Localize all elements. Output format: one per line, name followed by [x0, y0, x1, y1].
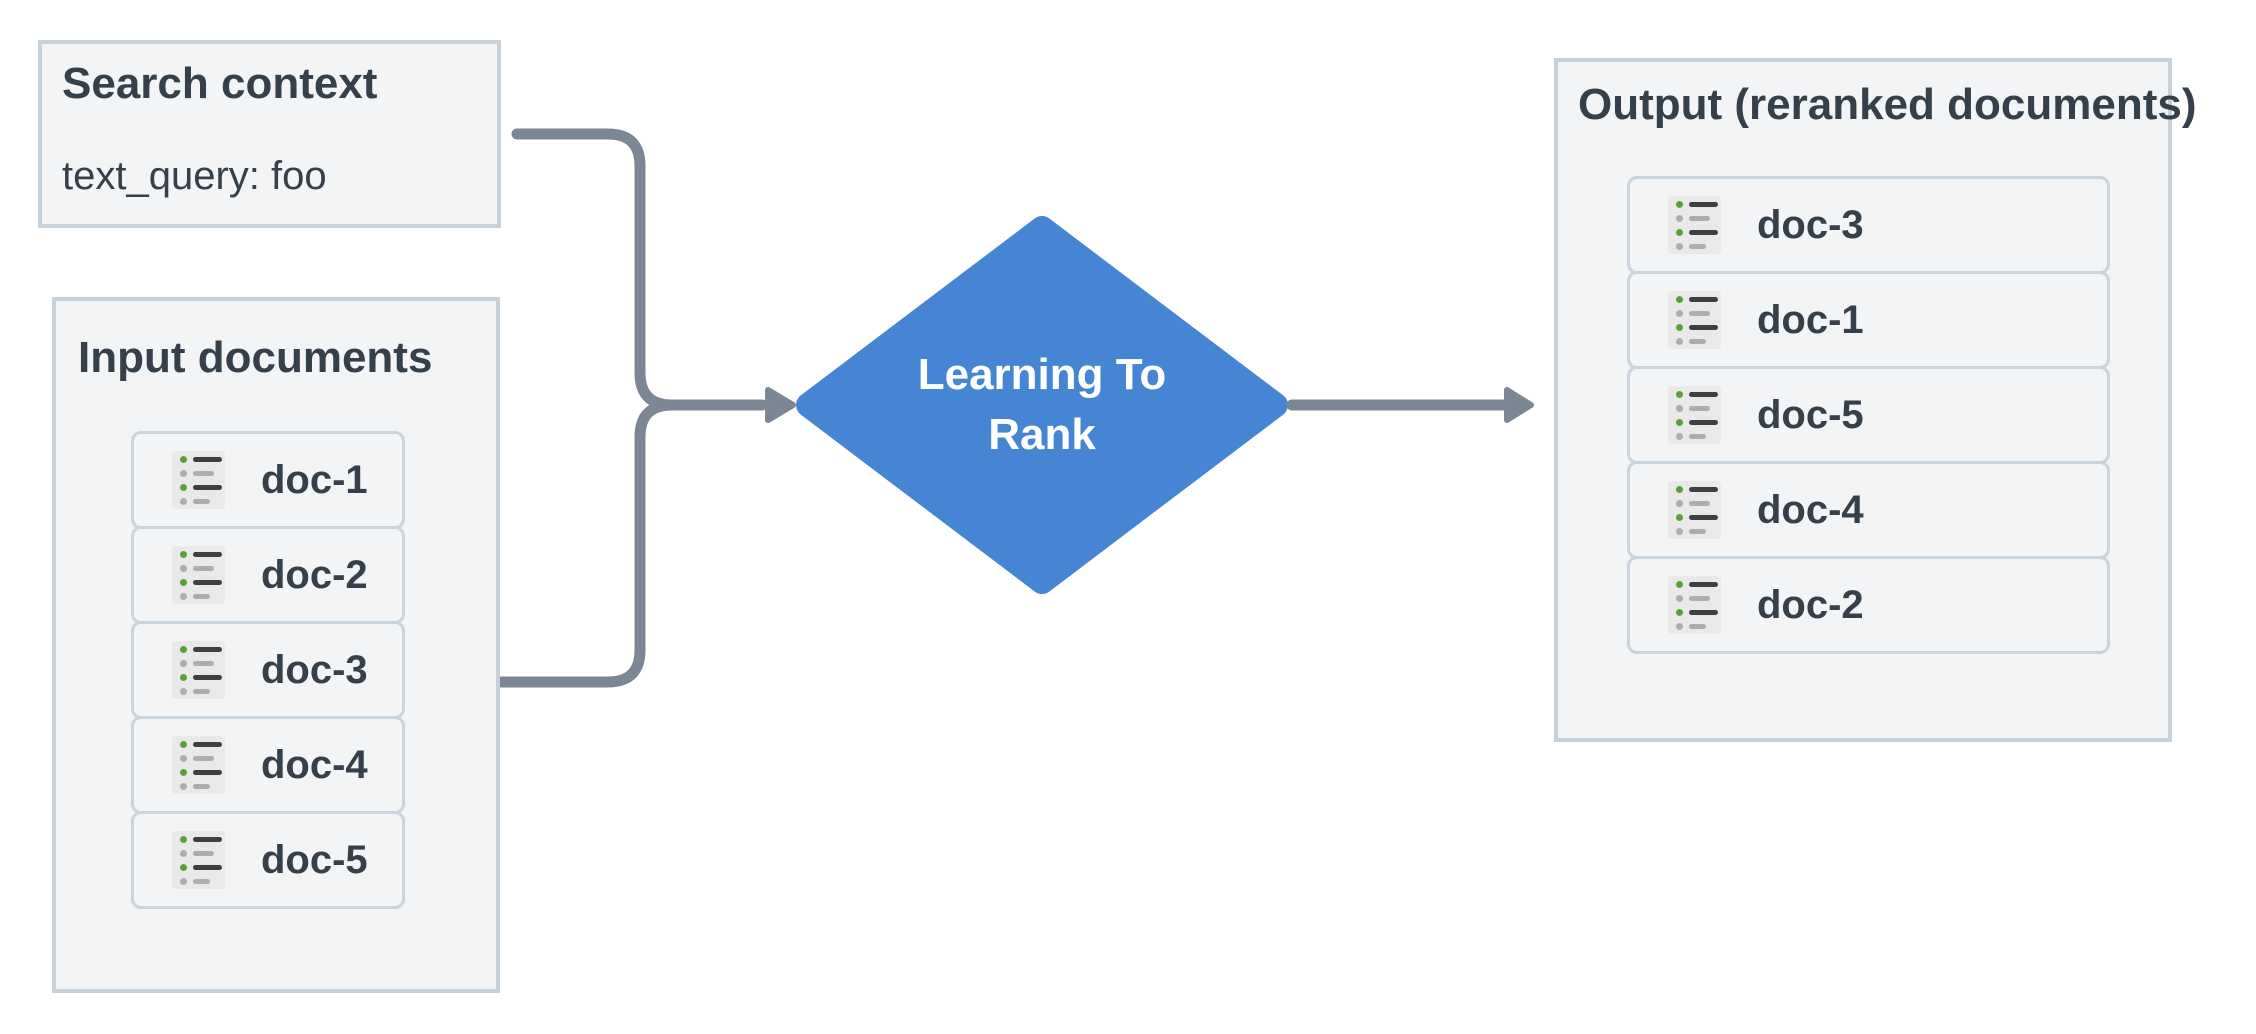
document-list-icon: [1668, 481, 1721, 539]
doc-label: doc-3: [261, 647, 368, 692]
document-list-icon: [1668, 386, 1721, 444]
arrowhead-into-output-icon: [1504, 387, 1534, 423]
output-doc-row: doc-4: [1627, 461, 2110, 559]
doc-label: doc-5: [1757, 392, 1864, 437]
input-documents-title: Input documents: [78, 333, 433, 382]
arrowhead-into-ranker-icon: [765, 387, 796, 423]
output-doc-row: doc-2: [1627, 556, 2110, 654]
ranker-label-line1: Learning To: [917, 350, 1167, 399]
input-doc-row: doc-1: [131, 431, 405, 529]
output-doc-row: doc-3: [1627, 176, 2110, 274]
input-doc-row: doc-5: [131, 811, 405, 909]
search-context-connector: [511, 128, 768, 411]
doc-label: doc-4: [261, 742, 368, 787]
document-list-icon: [1668, 196, 1721, 254]
output-doc-row: doc-1: [1627, 271, 2110, 369]
document-list-icon: [1668, 576, 1721, 634]
input-doc-row: doc-4: [131, 716, 405, 814]
output-title: Output (reranked documents): [1578, 80, 2197, 129]
document-list-icon: [172, 451, 225, 509]
search-context-query: text_query: foo: [62, 154, 327, 198]
doc-label: doc-2: [261, 552, 368, 597]
document-list-icon: [172, 641, 225, 699]
input-doc-row: doc-2: [131, 526, 405, 624]
document-list-icon: [172, 736, 225, 794]
ranker-diamond-label: Learning To Rank: [842, 343, 1242, 467]
document-list-icon: [1668, 291, 1721, 349]
doc-label: doc-4: [1757, 487, 1864, 532]
ranker-label-line2: Rank: [988, 410, 1096, 459]
search-context-panel: [38, 40, 501, 228]
doc-label: doc-5: [261, 837, 368, 882]
output-doc-row: doc-5: [1627, 366, 2110, 464]
doc-label: doc-1: [261, 457, 368, 502]
input-documents-list: doc-1 doc-2 doc-3: [131, 431, 405, 909]
input-documents-connector: [496, 399, 678, 688]
doc-label: doc-2: [1757, 582, 1864, 627]
doc-label: doc-1: [1757, 297, 1864, 342]
doc-label: doc-3: [1757, 202, 1864, 247]
document-list-icon: [172, 831, 225, 889]
output-documents-list: doc-3 doc-1 doc-5: [1627, 176, 2110, 654]
document-list-icon: [172, 546, 225, 604]
search-context-title: Search context: [62, 59, 378, 108]
input-doc-row: doc-3: [131, 621, 405, 719]
